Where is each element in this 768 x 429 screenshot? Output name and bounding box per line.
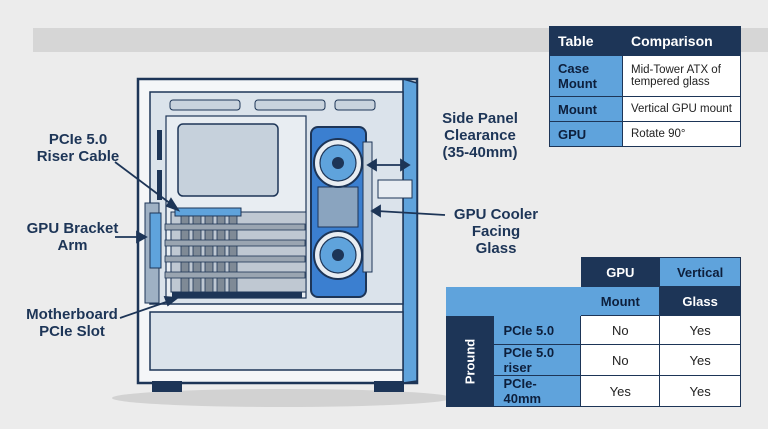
table-row: PCIe-40mm Yes Yes bbox=[447, 375, 741, 407]
column-header: GPU bbox=[580, 257, 661, 287]
row-value: Vertical GPU mount bbox=[622, 96, 741, 122]
cell-mount: Yes bbox=[580, 375, 661, 407]
callout-bracket-arm: GPU Bracket Arm bbox=[26, 220, 119, 254]
top-vent bbox=[334, 99, 376, 111]
bracket-arm-clip bbox=[149, 212, 162, 269]
cell-glass: Yes bbox=[659, 375, 741, 407]
row-key: Mount bbox=[549, 96, 623, 122]
cell-mount: No bbox=[580, 344, 661, 376]
cell-glass: Yes bbox=[659, 315, 741, 345]
row-key: GPU bbox=[549, 121, 623, 147]
callout-motherboard-slot: Motherboard PCIe Slot bbox=[26, 306, 118, 340]
gpu-heatsink bbox=[317, 186, 359, 228]
row-key: Case Mount bbox=[549, 55, 623, 97]
motherboard-slot bbox=[172, 292, 302, 298]
row-group-label: Pround bbox=[446, 315, 494, 407]
table-header: Comparison bbox=[622, 26, 741, 56]
cable-grommet bbox=[157, 170, 162, 200]
case-foot bbox=[374, 381, 404, 392]
row-label: PCIe-40mm bbox=[492, 375, 582, 407]
callout-side-panel: Side Panel Clearance (35-40mm) bbox=[442, 110, 518, 161]
row-label: PCIe 5.0 riser bbox=[492, 344, 582, 376]
callout-arrows bbox=[114, 158, 446, 319]
table-row: Mount Vertical GPU mount bbox=[549, 96, 741, 122]
cell-glass: Yes bbox=[659, 344, 741, 376]
table-header: Table bbox=[549, 26, 623, 56]
row-value: Rotate 90° bbox=[622, 121, 741, 147]
table-row: Case Mount Mid-Tower ATX of tempered gla… bbox=[549, 55, 741, 97]
cell-mount: No bbox=[580, 315, 661, 345]
gpu-fan bbox=[313, 230, 363, 280]
comparison-table: Table Comparison Case Mount Mid-Tower AT… bbox=[549, 26, 741, 147]
clearance-ruler bbox=[377, 179, 413, 199]
compatibility-table: GPU Vertical Mount Glass Pround PCIe 5.0… bbox=[446, 257, 741, 407]
top-vent bbox=[254, 99, 326, 111]
cable-grommet bbox=[157, 130, 162, 160]
row-label: PCIe 5.0 bbox=[492, 315, 582, 345]
horizontal-pcie-slots bbox=[164, 223, 306, 279]
riser-cable-ribbons bbox=[180, 215, 238, 293]
case-foot bbox=[152, 381, 182, 392]
row-value: Mid-Tower ATX of tempered glass bbox=[622, 55, 741, 97]
psu-shroud bbox=[149, 311, 404, 371]
column-header: Vertical bbox=[659, 257, 741, 287]
column-subheader: Mount bbox=[580, 286, 661, 316]
riser-cable-top bbox=[174, 207, 242, 217]
gpu-backplate bbox=[362, 141, 373, 273]
case-shadow bbox=[112, 389, 452, 407]
callout-gpu-cooler: GPU Cooler Facing Glass bbox=[453, 206, 539, 257]
column-subheader: Glass bbox=[659, 286, 741, 316]
table-row: Pround PCIe 5.0 No Yes bbox=[446, 315, 741, 407]
callout-riser-cable: PCIe 5.0 Riser Cable bbox=[36, 131, 120, 165]
top-vent bbox=[169, 99, 241, 111]
gpu-fan bbox=[313, 138, 363, 188]
glass-panel bbox=[402, 78, 418, 384]
table-row: GPU Rotate 90° bbox=[549, 121, 741, 147]
cpu-cutout bbox=[177, 123, 279, 197]
